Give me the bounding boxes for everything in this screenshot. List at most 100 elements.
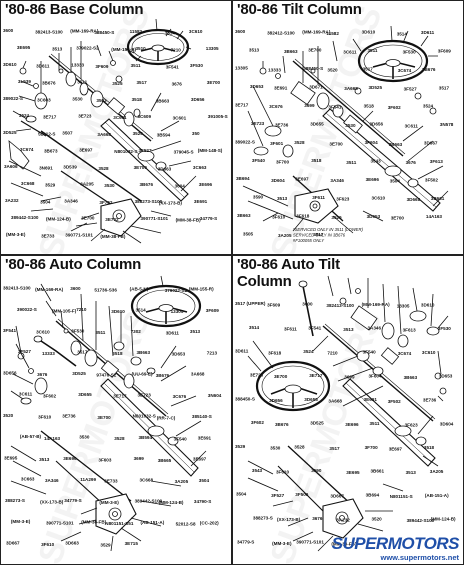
part-callout-label: 3D610 [111,309,125,314]
part-callout-label: 3F618 [296,213,309,218]
part-callout-label: 13305 [235,66,248,71]
part-callout-label: 3B694 [366,492,380,497]
part-callout-label: 390771-S101 [141,216,169,221]
part-callout-label: 3L539 [18,79,31,84]
part-callout-label: 3F541 [308,325,321,330]
part-callout-label: 3528 [114,436,125,441]
part-callout-label: 3F527 [139,148,152,153]
part-callout-label: 3F602 [388,105,401,110]
part-callout-label: 3F602 [43,393,56,398]
part-callout-label: 3C611 [19,392,33,397]
part-callout-label: 3524 [303,349,314,354]
part-callout-label: 3D525 [3,130,17,135]
part-callout-label: 3505 [243,231,254,236]
part-callout-label: 3F541 [3,328,16,333]
part-callout-label: 11582 [326,31,339,36]
part-callout-label: (AB-151-A) [141,520,165,525]
part-callout-label: 3A205 [278,233,292,238]
part-callout-label: 3C674 [398,351,412,356]
part-callout-label: 3B663 [237,213,251,218]
part-callout-label: 3B665 [158,458,172,463]
part-callout-label: (AB-5-N) [130,286,149,291]
brand-url: www.supermotors.net [380,553,459,562]
part-callout-label: 3N691 [39,166,53,171]
part-callout-label: 3F702 [99,200,112,205]
part-callout-label: 3A232 [336,518,350,523]
part-callout-label: 3F541 [328,105,341,110]
part-callout-label: 3A668 [328,398,342,403]
part-callout-label: 3D653 [172,352,186,357]
part-callout-label: 3517 [363,67,374,72]
part-callout-label: 3F527 [18,349,31,354]
part-callout-label: 3A668 [191,372,205,377]
part-callout-label: 3F604 [369,373,382,378]
part-callout-label: 3F610 [272,215,285,220]
part-callout-label: 14A163 [426,214,443,219]
part-callout-label: 3D667 [330,494,344,499]
panel-tilt-column: SUPERMOTORS '80-86 Tilt Column [233,1,463,254]
part-callout-label: 382412-S100 [267,30,295,35]
part-callout-label: 3F500 [295,492,308,497]
part-callout-label: 3B676 [140,182,154,187]
part-callout-label: 3D656 [191,97,205,102]
part-callout-label: 3E715 [125,541,139,546]
part-callout-label: 3D668 [407,197,421,202]
part-callout-label: 3514 [165,30,176,35]
part-callout-label: (MM-155-R) [111,47,136,52]
part-callout-label: 3E717 [235,103,249,108]
part-callout-label: 379022-S2 [76,45,99,50]
part-callout-label: 3E723 [78,113,92,118]
part-callout-label: 3F530 [403,50,416,55]
panel-divider-vertical [231,1,233,564]
part-callout-label: 3C611 [405,123,419,128]
part-callout-label: 3E700 [391,215,405,220]
part-callout-label: 3A205 [80,181,94,186]
part-callout-label: 388273-S [5,498,25,503]
part-callout-label: 11A299 [80,477,96,482]
part-callout-label: 3D653 [439,374,453,379]
part-callout-label: 3B661 [371,469,385,474]
part-callout-label: 350 [192,131,200,136]
part-callout-label: 3699 [344,375,355,380]
part-callout-label: 3E696 [199,182,213,187]
part-callout-label: 3E700 [308,48,322,53]
part-callout-label: 3676 [172,81,183,86]
part-callout-label: 3699 [304,103,315,108]
part-callout-label: 3F609 [267,303,280,308]
part-callout-label: 3D611 [235,349,249,354]
part-callout-label: 3D610 [362,30,376,35]
part-callout-label: (MM-169-RA) [35,287,64,292]
part-callout-label: N801151-S [390,494,413,499]
part-callout-label: 3C674 [20,147,34,152]
part-callout-label: 3C610 [36,330,50,335]
part-callout-label: 3528 [294,140,305,145]
part-callout-label: 3520 [327,68,338,73]
part-callout-label: (MM-38-FB) [100,234,125,239]
part-callout-label: 3E700 [274,374,288,379]
part-callout-label: 3E717 [43,115,57,120]
part-callout-label: (MM-38-FB) [176,217,201,222]
service-footnote: *SERVICED ONLY IN 3511 (LOWER) [293,227,364,232]
part-callout-label: 3517 [329,446,340,451]
part-callout-label: 388273-S [253,516,273,521]
part-callout-label: 3D611 [36,64,50,69]
part-callout-label: 52012-S8 [176,522,196,527]
part-callout-label: 3F609 [206,308,219,313]
part-callout-label: (MM-169-RA) [70,28,99,33]
part-callout-label: 382413-S100 [326,303,354,308]
service-footnote: #F100055 ONLY [293,238,325,243]
part-callout-label: 3F610 [38,415,51,420]
part-callout-label: 3604 [175,183,186,188]
supermotors-logo: SUPERMOTORS www.supermotors.net [332,535,460,563]
part-callout-label: (MM-3-E) [272,541,292,546]
part-callout-label: 3513 [190,329,201,334]
part-callout-label: 3517 (UPPER) [235,301,266,306]
part-callout-label: (MM-169-RA) [302,29,331,34]
part-callout-label: 3A668 [344,86,358,91]
part-callout-label: 3A346 [330,178,344,183]
part-callout-label: 3511 [368,48,378,53]
part-callout-label: 3513 [343,327,354,332]
part-callout-label: 385140-S [192,414,212,419]
part-callout-label: 3513 [277,196,288,201]
